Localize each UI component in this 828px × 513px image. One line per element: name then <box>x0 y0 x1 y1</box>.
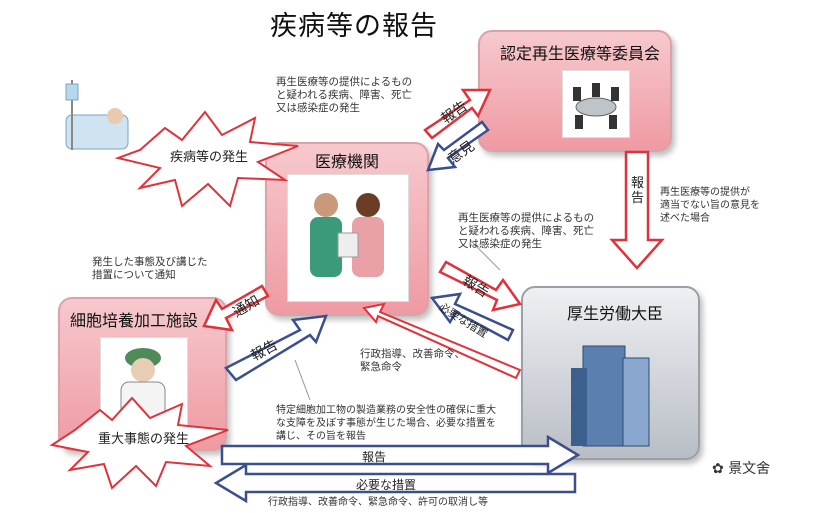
medical-label: 医療機関 <box>315 152 380 171</box>
arrow-label-report-bottom: 報告 <box>362 450 387 464</box>
medical-institution-box: 医療機関 <box>265 142 429 316</box>
arrow-report-cell <box>224 314 328 382</box>
arrow-report-down <box>609 150 665 270</box>
disease-burst-shape <box>114 110 299 208</box>
arrow-admin <box>362 302 522 380</box>
committee-label: 認定再生医療等委員会 <box>500 44 661 63</box>
arrow-opinion <box>426 120 490 172</box>
arrow-report-bottom <box>220 434 581 476</box>
watermark: ✿ 景文舍 <box>712 458 770 478</box>
doctors-icon <box>310 193 384 277</box>
disease-burst-label: 疾病等の発生 <box>170 150 249 165</box>
building-icon <box>571 345 650 447</box>
note-middle: 再生医療等の提供によるもの と疑われる疾病、障害、死亡 又は感染症の発生 <box>458 212 595 250</box>
note-admin: 行政指導、改善命令、 緊急命令 <box>360 348 465 373</box>
note-serious: 特定細胞加工物の製造業務の安全性の確保に重大 な支障を及ぼす事態が生じた場合、必… <box>276 405 496 442</box>
committee-box: 認定再生医療等委員会 <box>478 30 672 152</box>
doctors-image <box>287 174 409 302</box>
minister-label: 厚生労働大臣 <box>567 304 664 323</box>
wechat-icon: ✿ <box>712 461 724 477</box>
minister-box: 厚生労働大臣 <box>521 286 700 460</box>
patient-icon <box>65 80 129 150</box>
note-top: 再生医療等の提供によるもの と疑われる疾病、障害、死亡 又は感染症の発生 <box>276 76 413 114</box>
arrow-label-report-down: 報告 <box>631 176 645 206</box>
cell-facility-label: 細胞培養加工施設 <box>70 311 199 330</box>
meeting-table-image <box>562 70 630 138</box>
arrow-notify <box>202 284 270 332</box>
serious-burst-shape <box>49 396 229 490</box>
note-bottom: 行政指導、改善命令、緊急命令、許可の取消し等 <box>268 497 488 508</box>
arrow-report-to-minister <box>438 260 523 312</box>
arrow-measures <box>429 292 515 342</box>
arrow-necessary-bottom <box>213 462 577 504</box>
meeting-icon <box>573 83 619 129</box>
note-right: 再生医療等の提供が 適当でない旨の意見を 述べた場合 <box>660 187 760 224</box>
watermark-text: 景文舍 <box>728 461 771 477</box>
page-title: 疾病等の報告 <box>270 11 438 42</box>
arrow-label-necessary-bottom: 必要な措置 <box>356 478 417 492</box>
note-left: 発生した事態及び講じた 措置について通知 <box>92 256 208 281</box>
arrow-report-to-committee <box>423 88 492 140</box>
serious-burst-label: 重大事態の発生 <box>98 432 190 447</box>
